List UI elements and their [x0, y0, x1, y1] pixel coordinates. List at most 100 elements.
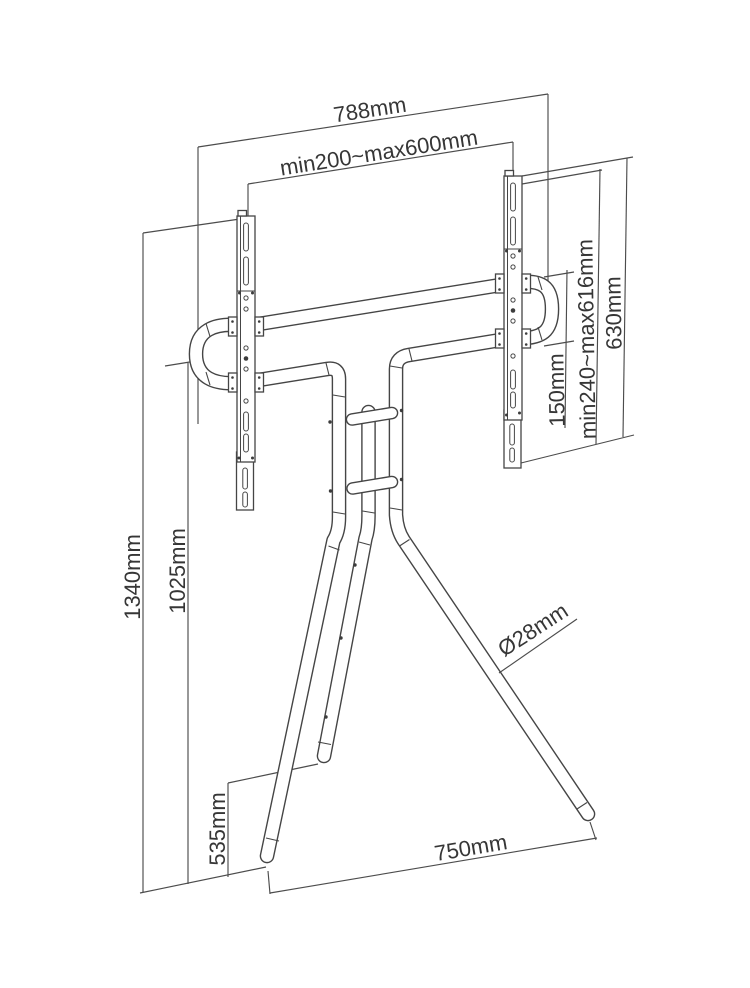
seam	[332, 394, 346, 398]
bracket-hole	[510, 253, 516, 259]
bracket-hole	[243, 295, 249, 301]
bracket-slot	[242, 467, 248, 490]
ext-crossbar-gap-top	[543, 271, 575, 278]
bracket-hole	[243, 398, 249, 404]
foot-seam	[576, 802, 588, 810]
rear-right-leg-fill	[390, 332, 594, 820]
clamp-screw	[524, 288, 528, 291]
front-left-leg-fill	[240, 362, 345, 862]
seam	[358, 541, 371, 546]
vesa-bracket-left	[227, 209, 265, 511]
clamp-screw	[524, 277, 528, 280]
bracket-hole	[243, 306, 249, 312]
seam	[332, 511, 346, 515]
seam	[205, 371, 211, 386]
dim-line-150	[564, 269, 568, 429]
tube-clamp	[227, 316, 238, 337]
bridge-upper-fill	[347, 408, 397, 425]
ext-total-height-top	[142, 218, 241, 234]
clamp-screw	[231, 387, 234, 390]
clamp-screw	[498, 288, 501, 291]
tube-clamp	[521, 328, 532, 349]
clamp-screw	[498, 277, 501, 280]
joint-screw	[518, 249, 521, 253]
clamp-screw	[498, 343, 501, 346]
bracket-slot	[243, 222, 249, 252]
bracket-slot	[243, 433, 249, 453]
label-column-height: 1025mm	[165, 528, 190, 614]
left-arm-mast-front-leg	[238, 361, 347, 864]
label-rear-foot-height: 535mm	[205, 792, 230, 865]
screw	[353, 563, 357, 567]
bracket-slot	[243, 411, 249, 432]
joint-screw	[251, 291, 254, 295]
seam	[537, 276, 543, 291]
label-top-width: 788mm	[332, 92, 408, 128]
dim-line-630	[622, 157, 628, 438]
bracket-slot	[510, 391, 516, 409]
bracket-slot	[242, 491, 248, 508]
label-vesa-height: min240~max616mm	[572, 239, 600, 439]
vesa-bracket-right	[494, 169, 532, 469]
joint-screw	[505, 249, 508, 253]
screw	[339, 636, 343, 640]
bracket-hole	[510, 318, 516, 324]
screw	[324, 715, 328, 719]
tube-seams	[205, 276, 588, 842]
dim-line-750	[269, 837, 598, 894]
bridge-lower-fill	[347, 477, 397, 494]
joint-screw	[237, 456, 241, 460]
bracket-slot	[510, 369, 516, 390]
front-left-leg-outline	[238, 361, 347, 864]
ext-base-left	[267, 870, 271, 895]
tube-clamp	[254, 316, 265, 337]
crossbar-ring	[188, 274, 560, 391]
bracket-hole	[243, 345, 249, 351]
right-arm-mast-rear-leg	[388, 330, 596, 822]
clamp-screw	[524, 343, 528, 346]
tube-clamp	[227, 372, 238, 393]
bracket-hole	[510, 353, 516, 359]
bracket-hole-filled	[510, 308, 516, 313]
foot-seam	[265, 837, 280, 842]
leader-line-diameter	[498, 618, 578, 674]
ext-vesa-height-top	[521, 169, 603, 185]
seam	[408, 348, 413, 362]
label-crossbar-gap: 150mm	[543, 353, 569, 427]
ext-rear-foot-top	[227, 763, 319, 784]
ext-bracket-height-bottom	[520, 434, 635, 464]
bracket-slot	[510, 216, 516, 246]
bracket-top-cap	[237, 209, 248, 217]
clamp-screw	[231, 331, 234, 334]
ext-bracket-height-top	[521, 156, 634, 177]
foot-seam	[317, 741, 332, 746]
joint-screw	[505, 413, 508, 417]
tube-diameter-callout: Ø28mm	[493, 598, 578, 674]
ext-crossbar-gap-bottom	[543, 340, 575, 347]
tube-screws	[324, 408, 404, 719]
tube-clamp	[254, 372, 265, 393]
bracket-hole	[510, 297, 516, 303]
bridge-tube-lower	[346, 475, 399, 495]
seam	[389, 507, 403, 511]
tube-clamp	[494, 273, 505, 294]
clamp-screw	[231, 320, 234, 323]
clamp-screw	[498, 332, 501, 335]
clamp-screw	[524, 332, 528, 335]
seam	[399, 539, 410, 547]
middle-leg-fill	[318, 406, 375, 762]
middle-tube-rear-leg	[316, 404, 376, 764]
clamp-screw	[257, 387, 261, 390]
seam	[537, 326, 543, 341]
seam	[205, 323, 211, 337]
tube-clamp	[494, 328, 505, 349]
dim-line-vesa-height	[595, 168, 601, 445]
screw	[399, 477, 404, 482]
bracket-hole-filled	[243, 356, 249, 361]
bracket-slot	[243, 256, 249, 286]
dim-line-vesa-width	[247, 141, 514, 185]
seam	[328, 545, 340, 551]
crossbar-ring-fill	[190, 275, 558, 389]
clamp-screw	[257, 320, 261, 323]
